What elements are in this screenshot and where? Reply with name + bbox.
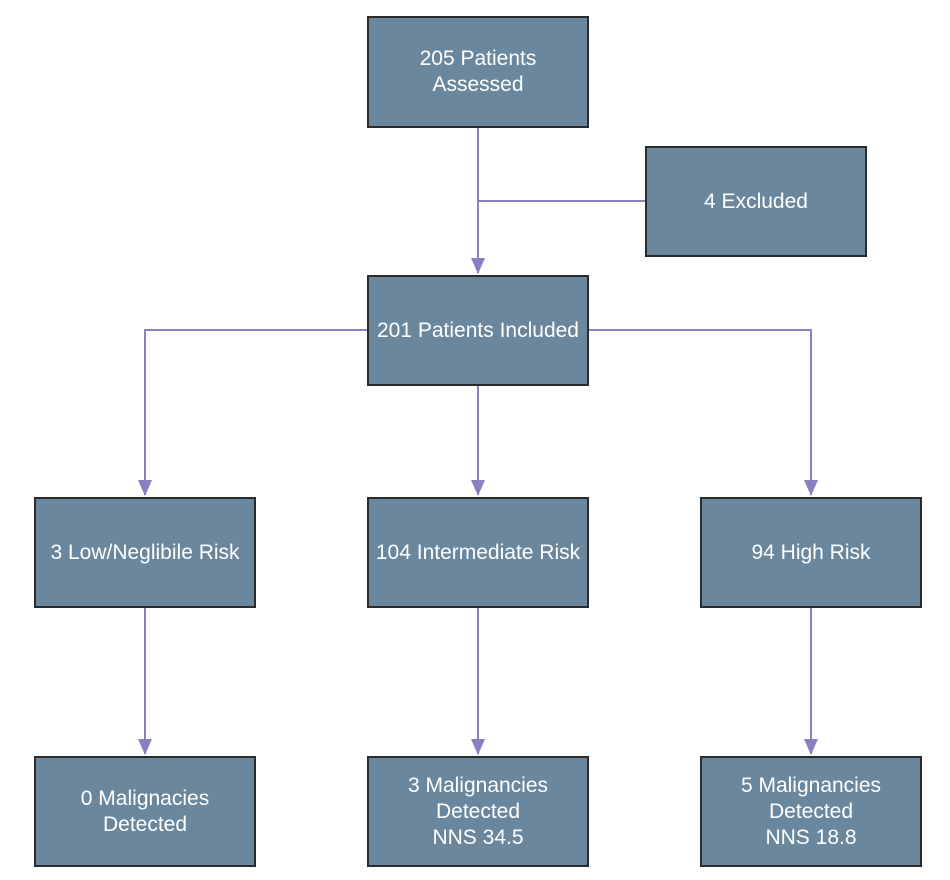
low-risk-outcome-label: 0 Malignacies Detected [80,786,210,836]
intermediate-risk-outcome-label: 3 Malignancies Detected NNS 34.5 [407,773,549,849]
connector-included-to-high [589,329,818,496]
patients-assessed-label: 205 Patients Assessed [419,47,537,96]
patients-assessed-box: 205 Patients Assessed [367,16,589,128]
low-risk-outcome-box: 0 Malignacies Detected [34,756,256,867]
intermediate-risk-outcome-box: 3 Malignancies Detected NNS 34.5 [367,756,589,867]
excluded-box: 4 Excluded [645,146,867,257]
intermediate-risk-box: 104 Intermediate Risk [367,497,589,608]
high-risk-outcome-label: 5 Malignancies Detected NNS 18.8 [740,773,882,849]
high-risk-label: 94 High Risk [751,540,871,564]
patients-included-label: 201 Patients Included [377,318,579,342]
low-risk-label: 3 Low/Neglibile Risk [50,540,240,564]
high-risk-outcome-box: 5 Malignancies Detected NNS 18.8 [700,756,922,867]
low-risk-box: 3 Low/Neglibile Risk [34,497,256,608]
high-risk-box: 94 High Risk [700,497,922,608]
patients-included-box: 201 Patients Included [367,275,589,386]
excluded-label: 4 Excluded [704,189,808,213]
intermediate-risk-label: 104 Intermediate Risk [375,540,581,564]
connector-included-to-low [138,329,367,496]
